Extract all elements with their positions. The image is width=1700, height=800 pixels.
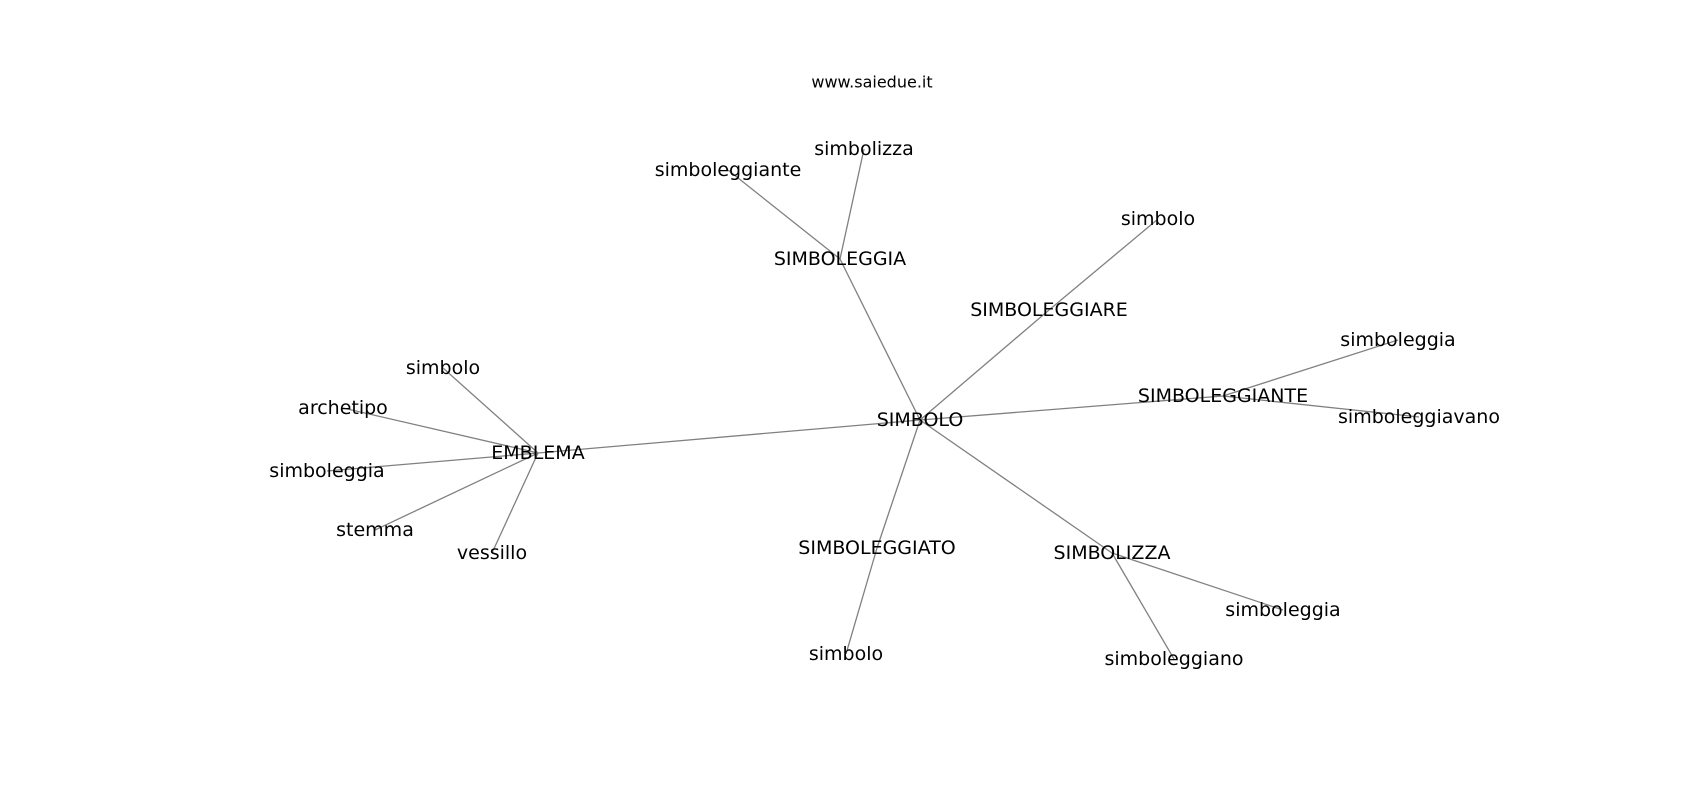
edge-simboleggiato-sto_simbolo (845, 547, 878, 655)
node-label-sto-simbolo: simbolo (809, 643, 883, 665)
node-label-sz-simboleggia: simboleggia (1225, 599, 1340, 621)
node-label-sr-simbolo: simbolo (1121, 208, 1195, 230)
node-label-e-archetipo: archetipo (298, 397, 388, 419)
edge-simboleggia-sg_simboleggiante (727, 169, 841, 260)
edge-simbolo-emblema (537, 419, 921, 454)
node-label-snt-simboleggiavano: simboleggiavano (1338, 406, 1500, 428)
edge-simbolo-simbolizza (919, 419, 1113, 554)
node-label-e-stemma: stemma (336, 519, 414, 541)
node-label-simboleggiare: SIMBOLEGGIARE (970, 299, 1128, 321)
edge-simbolo-simboleggiato (876, 419, 921, 549)
edge-simbolo-simboleggiante (919, 395, 1224, 421)
edge-emblema-e_stemma (374, 452, 539, 531)
edge-simboleggia-sg_simbolizza (839, 148, 865, 260)
edge-simbolizza-sz_simboleggia (1111, 552, 1284, 611)
graph-nodes: SIMBOLO EMBLEMA SIMBOLEGGIA SIMBOLEGGIARE SI… (269, 138, 1500, 670)
edge-emblema-e_simbolo (442, 367, 539, 454)
node-label-e-simboleggia: simboleggia (269, 460, 384, 482)
edge-simbolizza-sz_simboleggiano (1111, 552, 1175, 660)
edge-simbolo-simboleggia (839, 258, 921, 421)
node-label-simbolizza: SIMBOLIZZA (1054, 542, 1171, 564)
edge-emblema-e_simboleggia (326, 452, 539, 472)
node-label-simbolo: SIMBOLO (877, 409, 964, 431)
graph-edges (326, 148, 1420, 660)
edge-simboleggiante-snt_simboleggiavano (1222, 395, 1420, 418)
node-label-emblema: EMBLEMA (491, 442, 584, 464)
node-label-e-simbolo: simbolo (406, 357, 480, 379)
edge-simboleggiare-sr_simbolo (1048, 218, 1159, 311)
node-label-simboleggiato: SIMBOLEGGIATO (798, 537, 955, 559)
node-label-simboleggia: SIMBOLEGGIA (774, 248, 906, 270)
edge-emblema-e_vessillo (491, 452, 539, 554)
node-label-e-vessillo: vessillo (457, 542, 527, 564)
edge-simbolo-simboleggiare (919, 309, 1050, 421)
node-label-snt-simboleggia: simboleggia (1340, 329, 1455, 351)
node-label-simboleggiante: SIMBOLEGGIANTE (1138, 385, 1308, 407)
node-label-sg-simboleggiante: simboleggiante (655, 159, 802, 181)
node-label-sg-simbolizza: simbolizza (814, 138, 914, 160)
edge-simboleggiante-snt_simboleggia (1222, 339, 1399, 397)
site-watermark: www.saiedue.it (811, 73, 932, 92)
edge-emblema-e_archetipo (342, 407, 539, 454)
node-label-sz-simboleggiano: simboleggiano (1104, 648, 1243, 670)
